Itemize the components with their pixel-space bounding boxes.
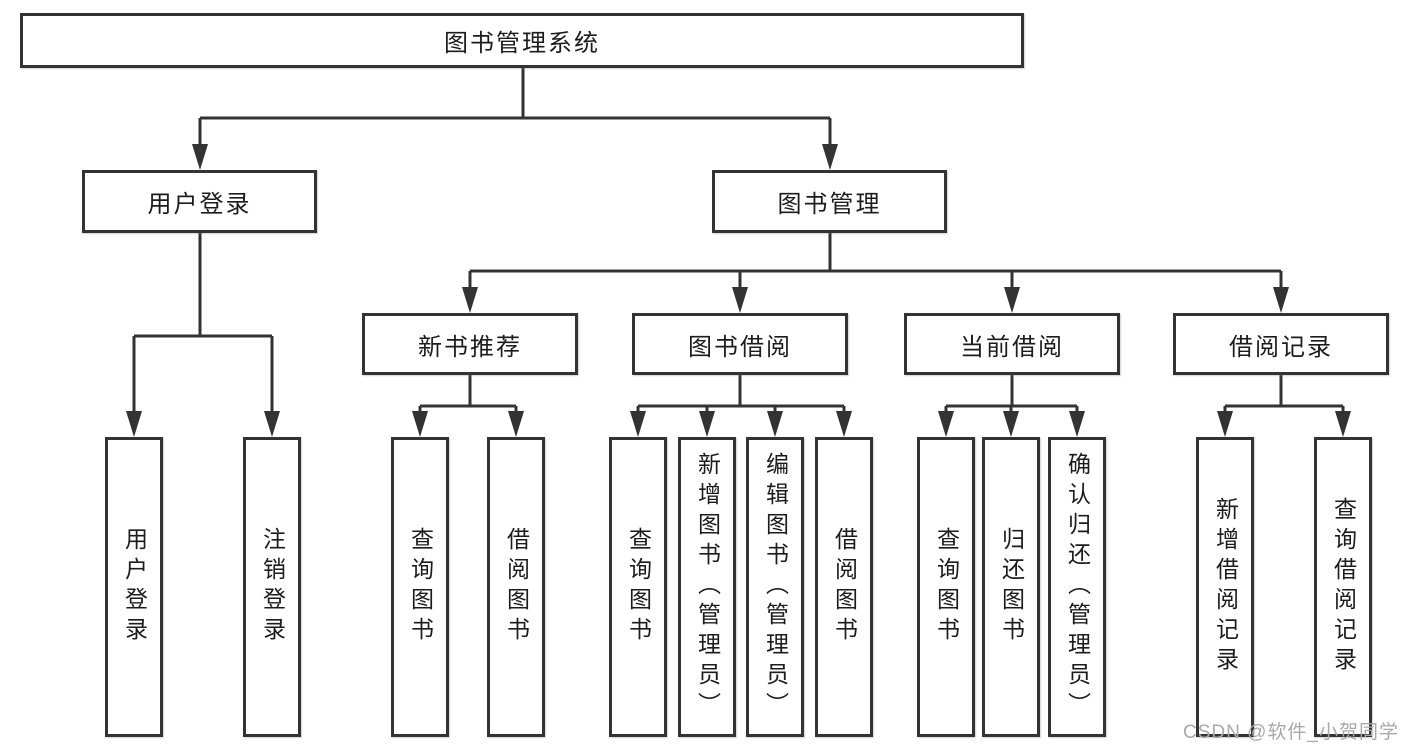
node-leaf-cb-confirm-return-admin: 确认归还（管理员） — [1048, 437, 1106, 737]
arrow-down-icon — [1004, 287, 1020, 313]
node-book-borrowing-label: 图书借阅 — [688, 333, 792, 361]
node-leaf-bb-edit-books-admin-label: 编辑图书（管理员） — [762, 452, 789, 722]
arrow-down-icon — [732, 287, 748, 313]
arrow-down-icon — [1069, 411, 1085, 437]
node-leaf-nbr-query-books: 查询图书 — [391, 437, 449, 737]
node-leaf-bb-borrow-books: 借阅图书 — [815, 437, 873, 737]
node-leaf-cb-query-books: 查询图书 — [917, 437, 975, 737]
node-leaf-br-add-record: 新增借阅记录 — [1196, 437, 1254, 737]
csdn-watermark: CSDN @软件_小贺同学 — [1183, 722, 1399, 743]
arrow-down-icon — [836, 411, 852, 437]
node-book-borrowing: 图书借阅 — [632, 313, 848, 375]
node-leaf-cb-confirm-return-admin-label: 确认归还（管理员） — [1064, 452, 1091, 722]
node-current-borrowing: 当前借阅 — [904, 313, 1120, 375]
node-user-login-label: 用户登录 — [147, 191, 252, 218]
arrow-down-icon — [508, 411, 524, 437]
node-borrow-records: 借阅记录 — [1173, 313, 1389, 375]
node-leaf-bb-add-books-admin-label: 新增图书（管理员） — [694, 452, 721, 722]
arrow-down-icon — [264, 411, 280, 437]
connector-book-mgmt-to-level2 — [468, 233, 1283, 289]
node-leaf-cb-return-books: 归还图书 — [982, 437, 1040, 737]
connector-root-to-level1 — [198, 68, 832, 148]
node-leaf-cb-return-books-label: 归还图书 — [998, 527, 1025, 647]
arrow-down-icon — [1335, 411, 1351, 437]
arrow-down-icon — [767, 411, 783, 437]
node-leaf-nbr-query-books-label: 查询图书 — [407, 527, 434, 647]
arrow-down-icon — [1003, 411, 1019, 437]
connector-user-login-to-leaves — [132, 233, 274, 413]
arrow-down-icon — [938, 411, 954, 437]
node-user-login: 用户登录 — [82, 170, 317, 233]
arrow-down-icon — [699, 411, 715, 437]
arrow-down-icon — [126, 411, 142, 437]
node-leaf-br-add-record-label: 新增借阅记录 — [1212, 497, 1239, 677]
arrow-down-icon — [462, 287, 478, 313]
arrow-down-icon — [1217, 411, 1233, 437]
node-leaf-cb-query-books-label: 查询图书 — [933, 527, 960, 647]
node-leaf-bb-add-books-admin: 新增图书（管理员） — [678, 437, 736, 737]
arrow-down-icon — [412, 411, 428, 437]
node-leaf-logout-label: 注销登录 — [259, 527, 286, 647]
node-book-management-label: 图书管理 — [777, 191, 882, 218]
node-leaf-br-query-record-label: 查询借阅记录 — [1330, 497, 1357, 677]
node-leaf-nbr-borrow-books: 借阅图书 — [487, 437, 545, 737]
connector-current-borrow-to-leaves — [944, 375, 1079, 413]
connector-new-book-rec-to-leaves — [418, 375, 518, 413]
node-leaf-user-login: 用户登录 — [105, 437, 163, 737]
arrow-down-icon — [630, 411, 646, 437]
node-leaf-bb-borrow-books-label: 借阅图书 — [831, 527, 858, 647]
node-leaf-nbr-borrow-books-label: 借阅图书 — [503, 527, 530, 647]
node-leaf-br-query-record: 查询借阅记录 — [1314, 437, 1372, 737]
node-leaf-bb-query-books: 查询图书 — [609, 437, 667, 737]
node-new-book-recommend: 新书推荐 — [362, 313, 578, 375]
node-root: 图书管理系统 — [20, 13, 1024, 68]
node-new-book-recommend-label: 新书推荐 — [418, 333, 522, 361]
node-root-label: 图书管理系统 — [444, 30, 600, 57]
arrow-down-icon — [822, 144, 838, 170]
node-current-borrowing-label: 当前借阅 — [960, 333, 1064, 361]
arrow-down-icon — [1273, 287, 1289, 313]
node-leaf-logout: 注销登录 — [243, 437, 301, 737]
node-leaf-bb-edit-books-admin: 编辑图书（管理员） — [746, 437, 804, 737]
arrow-down-icon — [192, 144, 208, 170]
node-book-management: 图书管理 — [712, 170, 947, 233]
node-borrow-records-label: 借阅记录 — [1229, 333, 1333, 361]
connector-book-borrow-to-leaves — [636, 375, 846, 413]
connector-borrow-records-to-leaves — [1223, 375, 1345, 413]
node-leaf-user-login-label: 用户登录 — [121, 527, 148, 647]
node-leaf-bb-query-books-label: 查询图书 — [625, 527, 652, 647]
